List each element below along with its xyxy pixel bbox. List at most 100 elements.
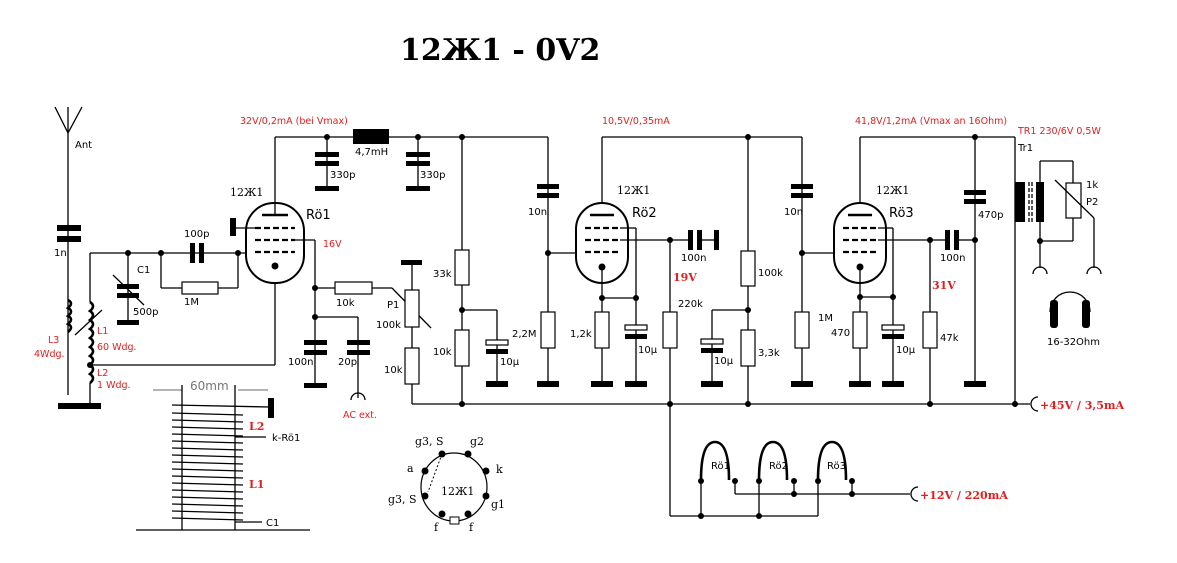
cap-10u-a-label: 10µ	[500, 357, 520, 368]
potentiometer-p2[interactable]	[1065, 182, 1082, 219]
annotation-v-r47k: 31V	[932, 279, 956, 292]
heater-ro2-label: Rö2	[769, 461, 788, 472]
pin-g1: g1	[491, 498, 505, 511]
coil-l1-l2	[87, 300, 95, 384]
tube-ro3-name: Rö3	[889, 206, 914, 221]
heater-ro1-label: Rö1	[711, 461, 730, 472]
cap-100n-c-label: 100n	[940, 253, 965, 264]
tube-ro3-type: 12Ж1	[876, 184, 909, 197]
res-33k-label: 33k	[433, 269, 452, 280]
resistor-2-2m	[540, 311, 556, 349]
resistor-33k	[454, 249, 470, 286]
resistor-3-3k	[740, 329, 756, 367]
cap-1n-label: 1n	[54, 248, 67, 259]
pin-g2: g2	[470, 435, 484, 448]
cap-10n-a-label: 10n	[528, 207, 547, 218]
cap-10n-b-label: 10n	[784, 207, 803, 218]
cap-10u-c-label: 10µ	[714, 356, 734, 367]
annotation-stage1: 32V/0,2mA (bei Vmax)	[240, 116, 348, 127]
resistor-470	[852, 311, 868, 349]
res-47k-label: 47k	[940, 333, 959, 344]
heater-ro3-label: Rö3	[827, 461, 846, 472]
transformer-tr1	[1015, 182, 1044, 222]
tube-ro2	[575, 202, 629, 284]
heater-ro1	[698, 440, 738, 484]
tube-ro2-type: 12Ж1	[617, 184, 650, 197]
tube-ro1	[230, 202, 305, 284]
pin-f-right: f	[469, 521, 474, 534]
transformer-label: Tr1	[1017, 143, 1033, 154]
pin-a: a	[407, 462, 414, 475]
heater-supply-terminal[interactable]	[910, 486, 919, 502]
p2-label: P2	[1086, 197, 1098, 208]
pin-g3s-top: g3, S	[415, 435, 444, 448]
resistor-1m	[794, 311, 810, 349]
cap-330p-b-label: 330p	[420, 170, 445, 181]
resistor-10k-p1	[404, 347, 420, 385]
annotation-supply-hv: +45V / 3,5mA	[1040, 399, 1125, 412]
coil-width-label: 60mm	[190, 379, 229, 393]
ground-symbol	[58, 403, 101, 409]
coil-l2-label: L2	[249, 420, 264, 433]
l3-label: L3	[48, 335, 59, 346]
cap-100p-label: 100p	[184, 229, 209, 240]
l2-label: L2	[97, 368, 108, 379]
c1-label: C1	[137, 265, 150, 276]
headphone-jack-left[interactable]	[1032, 266, 1048, 275]
annotation-transformer: TR1 230/6V 0,5W	[1017, 126, 1101, 137]
p1-value: 100k	[376, 320, 401, 331]
res-220k-label: 220k	[678, 299, 703, 310]
ac-ext-jack[interactable]	[350, 392, 366, 401]
headphone-jack-right[interactable]	[1086, 266, 1102, 275]
ac-ext-label: AC ext.	[343, 410, 377, 421]
res-3-3k-label: 3,3k	[758, 348, 780, 359]
pin-k: k	[496, 463, 503, 476]
choke-label: 4,7mH	[355, 147, 388, 158]
headphones-label: 16-32Ohm	[1047, 337, 1100, 348]
hv-supply-terminal[interactable]	[1030, 396, 1039, 412]
potentiometer-p1[interactable]	[404, 289, 420, 328]
resistor-1m-grid	[181, 281, 219, 295]
l3-windings: 4Wdg.	[34, 349, 65, 360]
cap-470p-label: 470p	[978, 210, 1003, 221]
resistor-47k	[922, 311, 938, 349]
pin-f-left: f	[434, 521, 439, 534]
diagram-title: 12Ж1 - 0V2	[400, 33, 600, 68]
coil-tap-c1-label: C1	[266, 518, 279, 529]
antenna-label: Ant	[75, 140, 92, 151]
headphones-icon	[1049, 291, 1091, 328]
resistor-10k-divider	[454, 329, 470, 367]
l1-windings: 60 Wdg.	[97, 342, 137, 353]
tube-ro3	[833, 202, 887, 284]
res-10k-screen-label: 10k	[336, 298, 355, 309]
cap-100n-b-label: 100n	[681, 253, 706, 264]
p1-label: P1	[387, 300, 399, 311]
coil-l1-label: L1	[249, 478, 264, 491]
capacitor-1n	[57, 225, 81, 242]
tube-pinout	[420, 450, 490, 525]
annotation-screen1: 16V	[323, 239, 342, 250]
tube-ro2-name: Rö2	[632, 206, 657, 221]
pinout-center-label: 12Ж1	[441, 485, 474, 498]
res-1-2k-label: 1,2k	[570, 329, 592, 340]
resistor-10k-screen	[334, 281, 373, 295]
resistor-1-2k	[594, 311, 610, 349]
l2-windings: 1 Wdg.	[97, 380, 131, 391]
resistor-100k	[740, 250, 756, 287]
cap-20p-label: 20p	[338, 357, 357, 368]
c1-value: 500p	[133, 307, 158, 318]
choke-4-7mh	[353, 129, 389, 144]
capacitor-100p	[190, 243, 204, 263]
res-10k-p1-label: 10k	[384, 365, 403, 376]
annotation-stage2: 10,5V/0,35mA	[602, 116, 670, 127]
res-1m-label: 1M	[818, 313, 833, 324]
tube-ro1-name: Rö1	[306, 208, 331, 223]
res-470-label: 470	[831, 328, 850, 339]
p2-value: 1k	[1086, 180, 1098, 191]
variable-capacitor-c1	[112, 274, 145, 325]
cap-10u-b-label: 10µ	[638, 345, 658, 356]
res-2-2m-label: 2,2M	[512, 329, 537, 340]
resistor-220k	[662, 311, 678, 349]
annotation-stage3: 41,8V/1,2mA (Vmax an 16Ohm)	[855, 116, 1007, 127]
